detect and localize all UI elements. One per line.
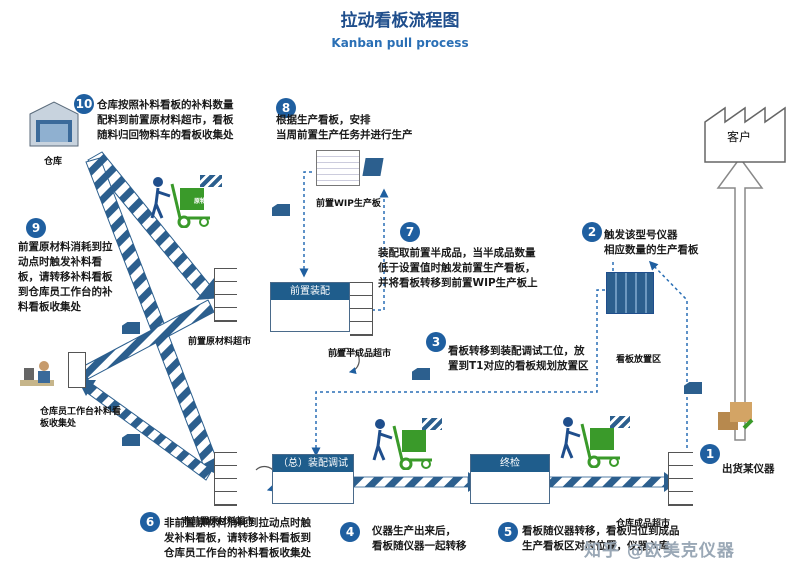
finished-market-label: 仓库成品超市 xyxy=(616,519,671,529)
cart-label: 原物料 xyxy=(194,198,213,205)
finished-market-shelf xyxy=(668,452,693,506)
customer-label: 客户 xyxy=(727,130,752,144)
inspection-to-finished-belt xyxy=(547,476,667,488)
step-text: 非前置原材料消耗到拉动点时触 发补料看板，请转移补料看板到 仓库员工作台的补料看… xyxy=(164,517,311,559)
step-text: 触发该型号仪器 相应数量的生产看板 xyxy=(604,229,699,256)
staff-workstation-icon xyxy=(20,361,54,386)
pre-semi-market-shelf xyxy=(350,282,373,336)
kanban-card xyxy=(362,158,384,176)
step-badge: 9 xyxy=(26,218,46,238)
shipment-label: 出货某仪器 xyxy=(722,463,775,475)
kanban-card xyxy=(684,382,702,394)
step-text: 前置原材料消耗到拉 动点时触发补料看 板，请转移补料看板 到仓库员工作台的补 料… xyxy=(18,241,113,313)
step-badge: 5 xyxy=(498,522,518,542)
finished-to-board-signal xyxy=(648,260,688,448)
shipment-boxes-icon xyxy=(718,402,754,430)
wip-board xyxy=(316,150,360,186)
final-inspection-title: 终检 xyxy=(471,455,549,472)
step-text: 看板转移到装配调试工位，放 置到T1对应的看板规划放置区 xyxy=(448,345,589,372)
kanban-card xyxy=(422,418,442,430)
step-text: 装配取前置半成品，当半成品数量 低于设置值时触发前置生产看板， 并将看板转移到前… xyxy=(378,247,538,289)
shipment-arrow xyxy=(716,156,764,441)
step-text: 仓库按照补料看板的补料数量 配料到前置原材料超市，看板 随料归回物料车的看板收集… xyxy=(97,99,234,141)
semi-to-wip-signal xyxy=(372,188,389,311)
pre-assembly-cycle xyxy=(335,347,360,375)
step-badge: 1 xyxy=(700,444,720,464)
step-badge: 2 xyxy=(582,222,602,242)
step-text: 根据生产看板，安排 当周前置生产任务并进行生产 xyxy=(276,114,413,141)
pre-raw-market-label: 前置原材料超市 xyxy=(188,337,252,347)
warehouse-icon xyxy=(29,101,79,147)
pre-semi-market-label: 前置半成品超市 xyxy=(328,349,392,359)
kanban-card xyxy=(412,368,430,380)
step-badge: 8 xyxy=(276,98,296,118)
factory-icon xyxy=(704,106,786,163)
pre-assembly-title: 前置装配 xyxy=(271,283,349,300)
board-area-label: 看板放置区 xyxy=(616,355,662,365)
staff-station-label: 仓库员工作台补料看板收集处 xyxy=(40,407,122,429)
diagram-subtitle: Kanban pull process xyxy=(331,36,469,50)
step-badge: 4 xyxy=(340,522,360,542)
pre-assembly-process: 前置装配 xyxy=(270,282,350,332)
kanban-card xyxy=(200,175,222,187)
warehouse-label: 仓库 xyxy=(44,157,63,167)
kanban-card xyxy=(610,416,630,428)
forklift-icon xyxy=(150,177,210,228)
non-pre-raw-market-label: 非前置原材料超市 xyxy=(182,517,255,527)
kanban-card xyxy=(122,322,140,334)
kanban-board xyxy=(606,272,654,314)
diagram-title: 拉动看板流程图 xyxy=(340,11,460,31)
step-badge: 7 xyxy=(400,222,420,242)
non-pre-raw-market-shelf xyxy=(214,452,237,506)
forklift-icon xyxy=(372,419,432,470)
forklift-icon xyxy=(560,417,620,468)
wip-board-label: 前置WIP生产板 xyxy=(316,199,381,209)
wip-to-pre-assembly-signal xyxy=(299,171,312,278)
kanban-card xyxy=(272,204,290,216)
final-inspection-process: 终检 xyxy=(470,454,550,504)
step-badge: 3 xyxy=(426,332,446,352)
assembly-title: （总）装配调试 xyxy=(273,455,353,472)
step-text: 仪器生产出来后， 看板随仪器一起转移 xyxy=(372,525,467,552)
staff-collection-slot xyxy=(68,352,86,388)
kanban-card xyxy=(122,434,140,446)
assembly-to-inspection-belt xyxy=(351,476,469,488)
step-badge: 10 xyxy=(74,94,94,114)
step-badge: 6 xyxy=(140,512,160,532)
assembly-process: （总）装配调试 xyxy=(272,454,354,504)
pre-raw-market-shelf xyxy=(214,268,237,322)
step-text: 看板随仪器转移，看板归位到成品 生产看板区对应位置，仪器入库 xyxy=(522,525,680,552)
watermark: 知乎 @欧美克仪器 xyxy=(584,541,735,561)
